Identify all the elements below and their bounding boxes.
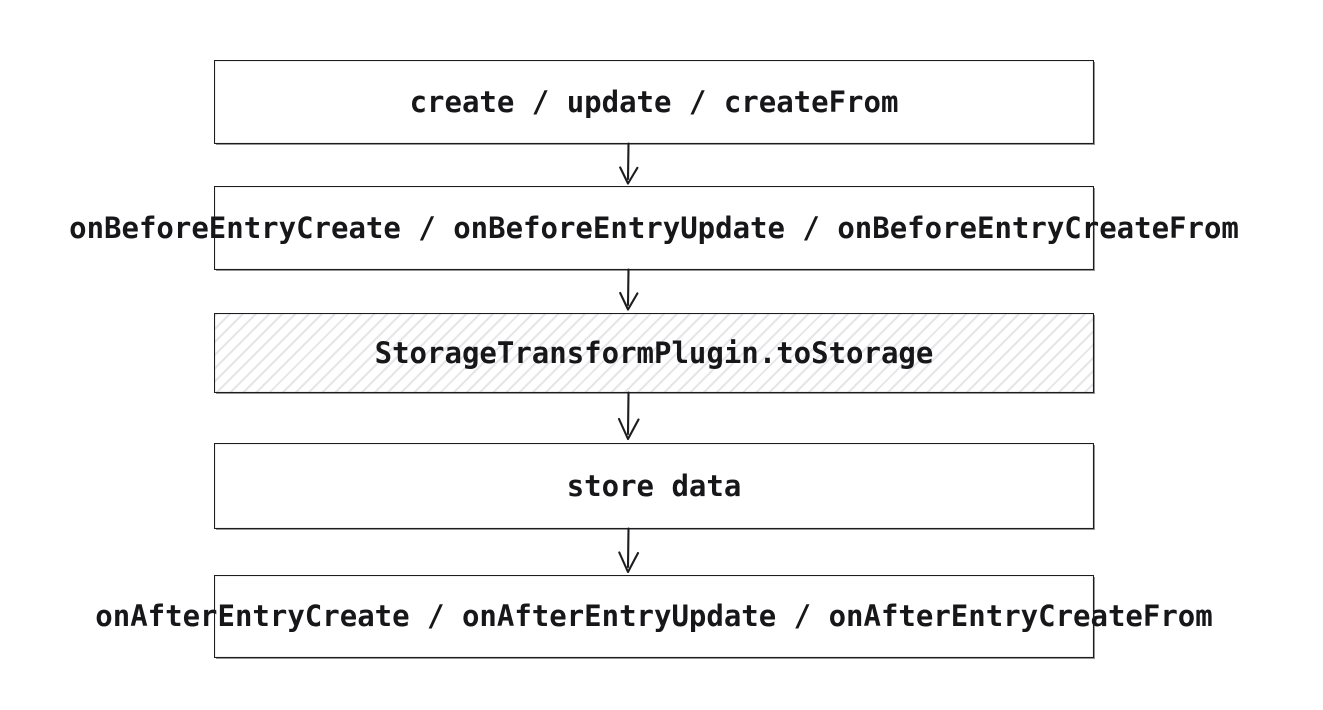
flow-edge-2 (0, 268, 1323, 315)
arrowhead-down-icon (619, 166, 639, 185)
flow-node-store-data[interactable]: store data (214, 443, 1094, 529)
flow-node-label: store data (566, 468, 742, 503)
edge-line (626, 391, 630, 436)
flow-node-before-entry-hooks[interactable]: onBeforeEntryCreate / onBeforeEntryUpdat… (69, 186, 1239, 270)
arrowhead-down-icon (619, 291, 639, 311)
flow-edge-3 (0, 391, 1323, 445)
flow-node-after-entry-hooks[interactable]: onAfterEntryCreate / onAfterEntryUpdate … (95, 575, 1213, 658)
edge-line (626, 142, 630, 181)
arrowhead-down-icon (618, 551, 640, 574)
arrowhead-down-icon (617, 417, 640, 441)
flow-node-storage-transform-plugin-tostorage[interactable]: StorageTransformPlugin.toStorage (214, 313, 1094, 393)
flow-node-label: onAfterEntryCreate / onAfterEntryUpdate … (95, 599, 1213, 633)
flow-node-create-update-createfrom[interactable]: create / update / createFrom (214, 60, 1094, 144)
flow-edge-4 (0, 527, 1323, 577)
edge-line (626, 268, 630, 307)
flow-node-label: create / update / createFrom (409, 84, 899, 119)
flow-node-label: StorageTransformPlugin.toStorage (374, 335, 934, 370)
edge-line (626, 527, 630, 569)
flow-node-label: onBeforeEntryCreate / onBeforeEntryUpdat… (69, 210, 1239, 245)
flow-edge-1 (0, 142, 1323, 188)
